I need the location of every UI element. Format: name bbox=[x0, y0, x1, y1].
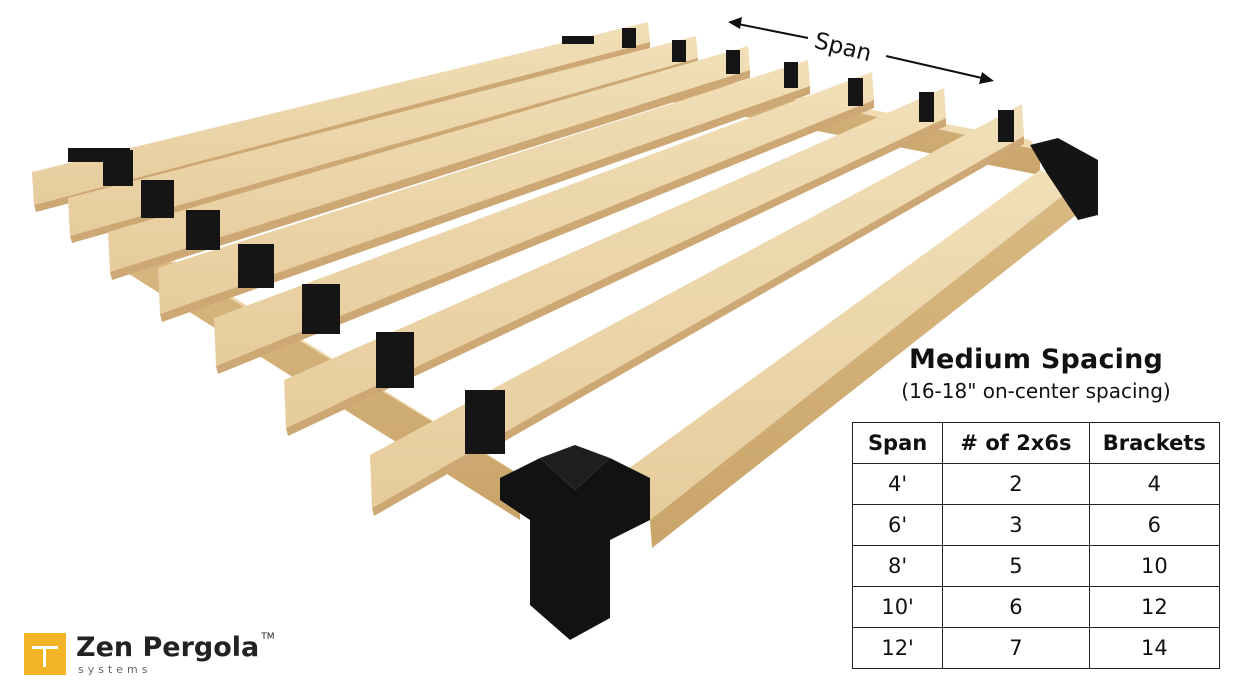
rafter-bracket bbox=[672, 40, 686, 62]
cell-span: 12' bbox=[851, 627, 944, 669]
cell-brackets: 12 bbox=[1088, 586, 1221, 628]
logo-name-text: Zen Pergola bbox=[76, 632, 260, 663]
rafter-7 bbox=[370, 104, 1024, 516]
table-header-row: Span # of 2x6s Brackets bbox=[851, 422, 1221, 464]
left-end-bracket bbox=[562, 36, 594, 44]
back-corner-bracket bbox=[1030, 138, 1098, 220]
table-row: 8' 5 10 bbox=[851, 545, 1221, 587]
logo-trademark: TM bbox=[261, 632, 275, 642]
cell-brackets: 4 bbox=[1088, 463, 1221, 505]
span-arrow bbox=[728, 17, 994, 84]
rafter-brackets bbox=[68, 28, 1014, 454]
logo-mark-icon bbox=[24, 633, 66, 675]
cell-count: 5 bbox=[942, 545, 1090, 587]
rafter-6 bbox=[284, 88, 946, 436]
cell-brackets: 10 bbox=[1088, 545, 1221, 587]
header-brackets: Brackets bbox=[1088, 422, 1221, 464]
rafter-bracket bbox=[465, 390, 505, 454]
cell-brackets: 14 bbox=[1088, 627, 1221, 669]
rafter-bracket bbox=[302, 284, 340, 334]
rafter-bracket bbox=[141, 180, 174, 218]
table-row: 10' 6 12 bbox=[851, 586, 1221, 628]
cell-brackets: 6 bbox=[1088, 504, 1221, 546]
header-count: # of 2x6s bbox=[942, 422, 1090, 464]
cell-count: 7 bbox=[942, 627, 1090, 669]
front-corner-bracket bbox=[500, 445, 650, 640]
rafter-bracket bbox=[919, 92, 934, 122]
cell-count: 6 bbox=[942, 586, 1090, 628]
rafter-bracket bbox=[238, 244, 274, 288]
rafter-bracket bbox=[726, 50, 740, 74]
rafter-bracket bbox=[376, 332, 414, 388]
cell-count: 2 bbox=[942, 463, 1090, 505]
spacing-title-block: Medium Spacing (16-18" on-center spacing… bbox=[852, 344, 1220, 403]
rafter-3 bbox=[108, 46, 750, 280]
cell-span: 6' bbox=[851, 504, 944, 546]
logo-tagline: systems bbox=[78, 663, 152, 676]
spacing-title: Medium Spacing bbox=[908, 344, 1164, 375]
rafter-2 bbox=[68, 36, 698, 243]
header-span: Span bbox=[851, 422, 944, 464]
table-row: 12' 7 14 bbox=[851, 627, 1221, 669]
left-end-bracket bbox=[68, 148, 130, 162]
rafter-bracket bbox=[186, 210, 220, 250]
rafter-bracket bbox=[622, 28, 636, 48]
spacing-subtitle: (16-18" on-center spacing) bbox=[901, 379, 1171, 403]
rafter-bracket bbox=[998, 110, 1014, 142]
cell-span: 8' bbox=[851, 545, 944, 587]
rafter-bracket bbox=[784, 62, 798, 88]
side-beam bbox=[610, 170, 1080, 548]
cell-count: 3 bbox=[942, 504, 1090, 546]
cell-span: 10' bbox=[851, 586, 944, 628]
table-row: 4' 2 4 bbox=[851, 463, 1221, 505]
rafters bbox=[32, 22, 1024, 516]
rafter-5 bbox=[214, 72, 874, 374]
table-row: 6' 3 6 bbox=[851, 504, 1221, 546]
rafter-4 bbox=[158, 60, 810, 322]
rafter-bracket bbox=[848, 78, 863, 106]
cell-span: 4' bbox=[851, 463, 944, 505]
spacing-table: Span # of 2x6s Brackets 4' 2 4 6' 3 6 8'… bbox=[851, 422, 1221, 669]
